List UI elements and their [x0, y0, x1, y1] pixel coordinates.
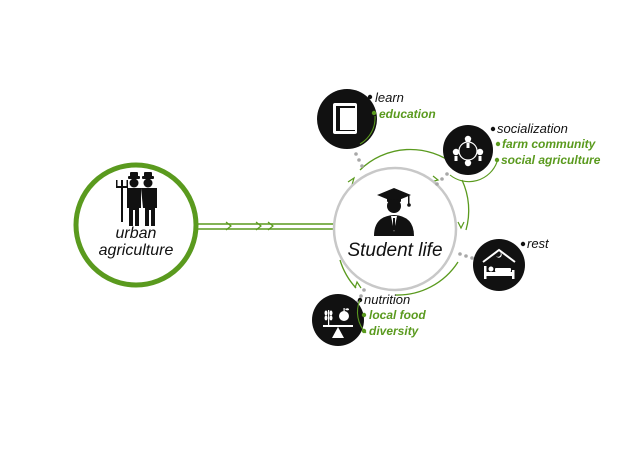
node-nutrition-item-1: local food	[369, 308, 426, 322]
node-socialization-item-2: social agriculture	[501, 153, 601, 167]
node-learn-label: learn	[375, 90, 404, 105]
graduate-student-icon	[374, 188, 414, 236]
food-scale-icon	[323, 308, 353, 338]
farmers-with-pitchfork-icon	[116, 172, 157, 226]
bed-icon	[482, 248, 516, 279]
node-nutrition-label: nutrition	[364, 292, 410, 307]
node-learn: learn education	[317, 89, 436, 149]
center-node-student-life: Student life	[332, 166, 458, 292]
node-socialization-label: socialization	[497, 121, 568, 136]
node-learn-item: education	[379, 107, 436, 121]
node-rest-label: rest	[527, 236, 550, 251]
node-nutrition: nutrition local food diversity	[312, 292, 426, 346]
source-label-line1: urban	[116, 225, 157, 242]
node-rest: rest	[473, 236, 550, 291]
connector-source-to-center	[196, 221, 336, 231]
node-nutrition-item-2: diversity	[369, 324, 420, 338]
people-network-icon	[452, 135, 484, 167]
center-label: Student life	[347, 240, 442, 261]
node-socialization: socialization farm community social agri…	[443, 121, 601, 183]
node-socialization-item-1: farm community	[502, 137, 597, 151]
book-icon	[333, 103, 357, 134]
source-node-urban-agriculture: urban agriculture	[73, 162, 199, 288]
source-label-line2: agriculture	[99, 242, 174, 259]
